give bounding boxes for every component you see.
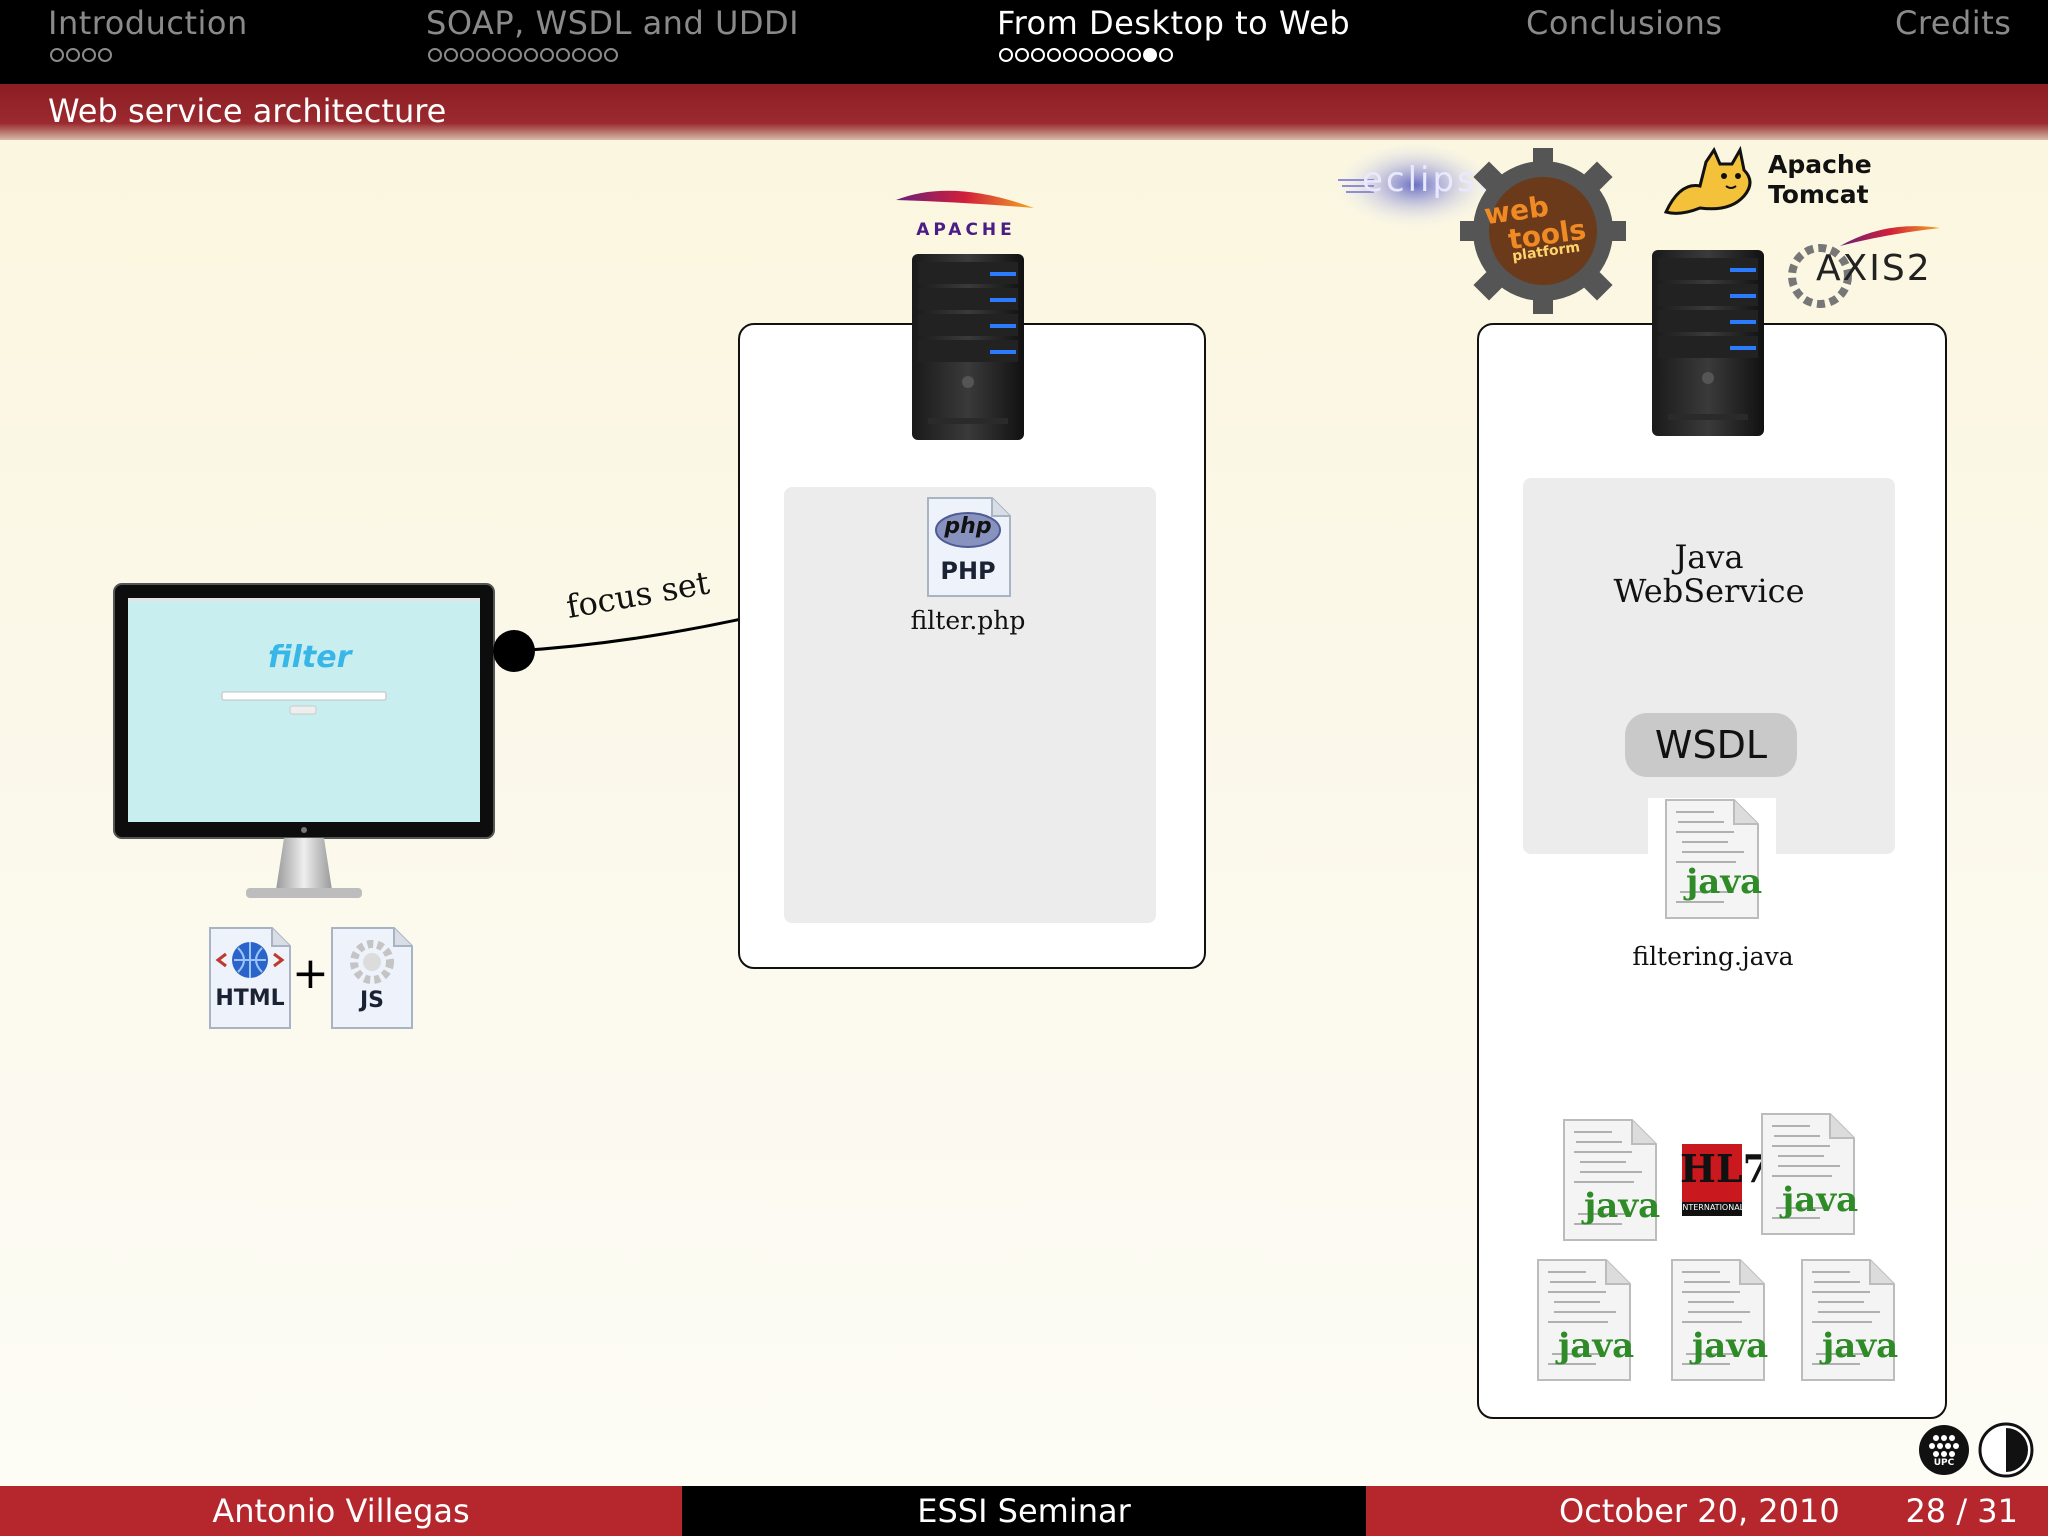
nav-title[interactable]: Conclusions [1526,4,1723,42]
axis2-logo-icon [1788,226,1940,308]
monitor-icon [113,583,495,898]
nav-dot[interactable] [1031,48,1045,62]
nav-dot[interactable] [1111,48,1125,62]
nav-dot[interactable] [460,48,474,62]
nav-dot[interactable] [1127,48,1141,62]
java-file-icon [1563,1119,1657,1241]
java-file-icon [1671,1259,1765,1381]
navigation-bar: Introduction SOAP, WSDL and UDDI From De… [0,0,2048,84]
java-label: java [1558,1326,1635,1366]
nav-title[interactable]: SOAP, WSDL and UDDI [426,4,800,42]
nav-dot[interactable] [1143,48,1157,62]
java-file-icon [1801,1259,1895,1381]
footer-date: October 20, 2010 [1559,1492,1840,1530]
html-label: HTML [215,986,285,1011]
java-webservice-area [1523,478,1895,854]
java-label: java [1686,862,1763,902]
nav-dot[interactable] [540,48,554,62]
tomcat-cat-icon [1663,145,1752,215]
nav-dot[interactable] [1159,48,1173,62]
nav-dot[interactable] [1047,48,1061,62]
plus-sign: + [292,948,329,999]
java-label: java [1782,1180,1859,1220]
nav-dot[interactable] [66,48,80,62]
footer-event: ESSI Seminar [682,1486,1366,1536]
nav-title[interactable]: From Desktop to Web [997,4,1351,42]
nav-title[interactable]: Credits [1895,4,2012,42]
java-file-icon [1761,1113,1855,1235]
nav-dots[interactable] [50,48,114,68]
tomcat-text-tomcat: Tomcat [1768,180,1869,209]
nav-dots[interactable] [999,48,1175,68]
html-file-icon [209,927,291,1029]
nav-dot[interactable] [82,48,96,62]
hl7-sub-text: INTERNATIONAL [1680,1203,1745,1212]
hl7-logo-icon [1682,1144,1742,1216]
webtools-gear-icon [1460,148,1626,314]
tomcat-text-apache: Apache [1768,150,1872,179]
nav-dots[interactable] [428,48,620,68]
apache-logo-text: APACHE [916,220,1016,240]
wsdl-badge: WSDL [1625,713,1797,777]
nav-dot[interactable] [476,48,490,62]
filter-logo: filter [268,640,352,675]
apache-server-tower-icon [912,254,1024,440]
footer: Antonio Villegas ESSI Seminar October 20… [0,1486,2048,1536]
footer-page-number: 28 / 31 [1905,1492,2018,1530]
nav-dot[interactable] [444,48,458,62]
axis2-text: AXIS2 [1816,248,1932,289]
nav-dot[interactable] [604,48,618,62]
js-label: JS [359,988,385,1013]
frame-title-bar: Web service architecture [0,84,2048,140]
java-label: java [1584,1186,1661,1226]
java-file-name: filtering.java [1632,942,1794,971]
nav-dot[interactable] [556,48,570,62]
nav-dot[interactable] [572,48,586,62]
hl7-text: HL7 [1680,1146,1770,1191]
doctorate-logo-icon [1978,1422,2034,1478]
java-label: java [1822,1326,1899,1366]
apache-feather-icon [896,190,1034,208]
nav-title[interactable]: Introduction [48,4,248,42]
nav-dot[interactable] [428,48,442,62]
nav-dot[interactable] [1095,48,1109,62]
java-file-icon [1537,1259,1631,1381]
java-file-icon [1665,799,1759,919]
upc-logo-text: UPC [1933,1458,1955,1468]
java-service-title-line2: WebService [1613,572,1805,610]
eclipse-text: eclipse [1362,160,1502,200]
java-label: java [1692,1326,1769,1366]
js-file-icon [331,927,413,1029]
upc-logo-icon [1919,1425,1969,1475]
nav-dot[interactable] [524,48,538,62]
php-file-icon [927,497,1011,597]
frame-title: Web service architecture [48,92,447,130]
nav-dot[interactable] [1063,48,1077,62]
java-server-tower-icon [1652,250,1764,436]
footer-author: Antonio Villegas [0,1486,682,1536]
nav-dot[interactable] [98,48,112,62]
php-file-name: filter.php [910,606,1026,635]
php-label: PHP [940,557,996,585]
footer-date-page: October 20, 2010 28 / 31 [1366,1486,2048,1536]
nav-dot[interactable] [508,48,522,62]
eclipse-logo-icon [1330,140,1500,231]
java-service-title-line1: Java [1674,538,1744,576]
nav-dot[interactable] [588,48,602,62]
nav-dot[interactable] [50,48,64,62]
php-badge: php [944,514,992,539]
nav-dot[interactable] [492,48,506,62]
nav-dot[interactable] [1079,48,1093,62]
nav-dot[interactable] [999,48,1013,62]
nav-dot[interactable] [1015,48,1029,62]
